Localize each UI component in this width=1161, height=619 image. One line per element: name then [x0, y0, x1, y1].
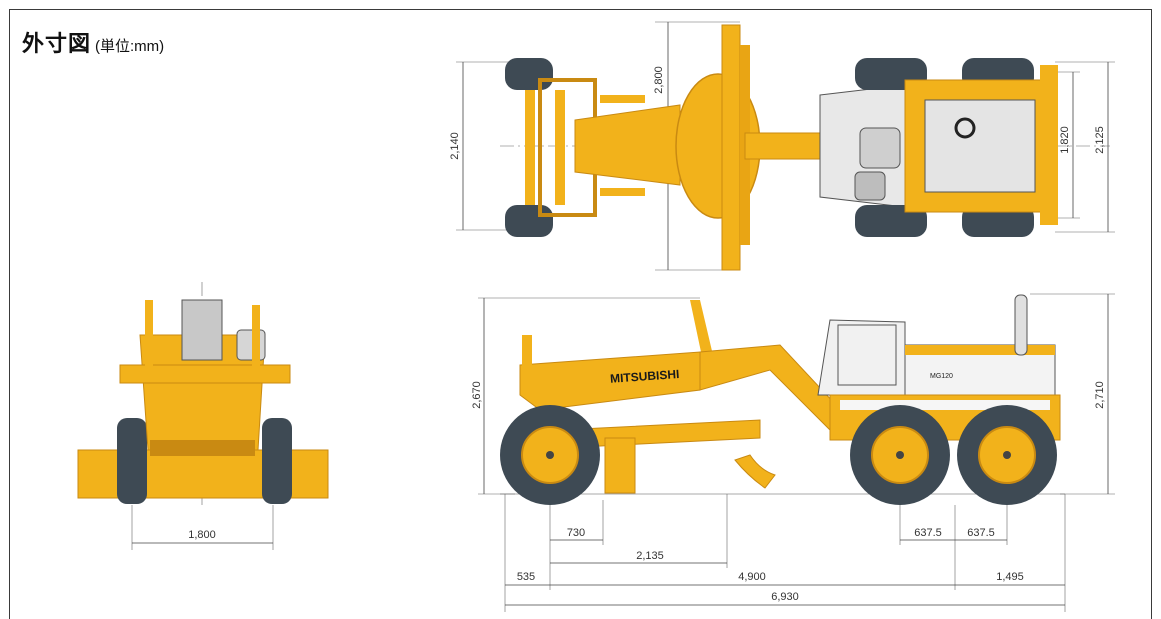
title-main: 外寸図 — [22, 31, 92, 56]
dim-wheelbase: 4,900 — [738, 571, 766, 583]
brand-logo-text: MITSUBISHI — [610, 367, 680, 386]
dim-overall-height: 2,670 — [471, 381, 483, 409]
model-mark-text: MG120 — [930, 373, 953, 380]
dim-overall-length: 6,930 — [771, 591, 799, 603]
top-view: 2,140 2,800 1,820 2,125 — [449, 21, 1115, 271]
dim-cab-height: 2,710 — [1094, 381, 1106, 409]
dim-rear-track: 1,820 — [1059, 126, 1071, 154]
dim-tandem-front: 637.5 — [914, 527, 942, 539]
dim-front-overhang: 535 — [517, 571, 535, 583]
dim-blade-width: 2,800 — [653, 66, 665, 94]
title-unit: (単位:mm) — [95, 38, 165, 55]
dim-front-track-outer: 2,140 — [449, 132, 461, 160]
dim-rear-width: 2,125 — [1094, 126, 1106, 154]
page-title: 外寸図(単位:mm) — [22, 26, 164, 58]
dim-front-to-blade-edge: 730 — [567, 527, 585, 539]
diagram-frame — [9, 9, 1152, 619]
dim-rear-overhang: 1,495 — [996, 571, 1024, 583]
dim-tandem-rear: 637.5 — [967, 527, 995, 539]
front-view: 1,800 — [77, 282, 329, 550]
dim-front-axle-to-blade: 2,135 — [636, 550, 664, 562]
side-view: MITSUBISHI MG120 — [471, 293, 1115, 612]
dim-tread: 1,800 — [188, 529, 216, 541]
